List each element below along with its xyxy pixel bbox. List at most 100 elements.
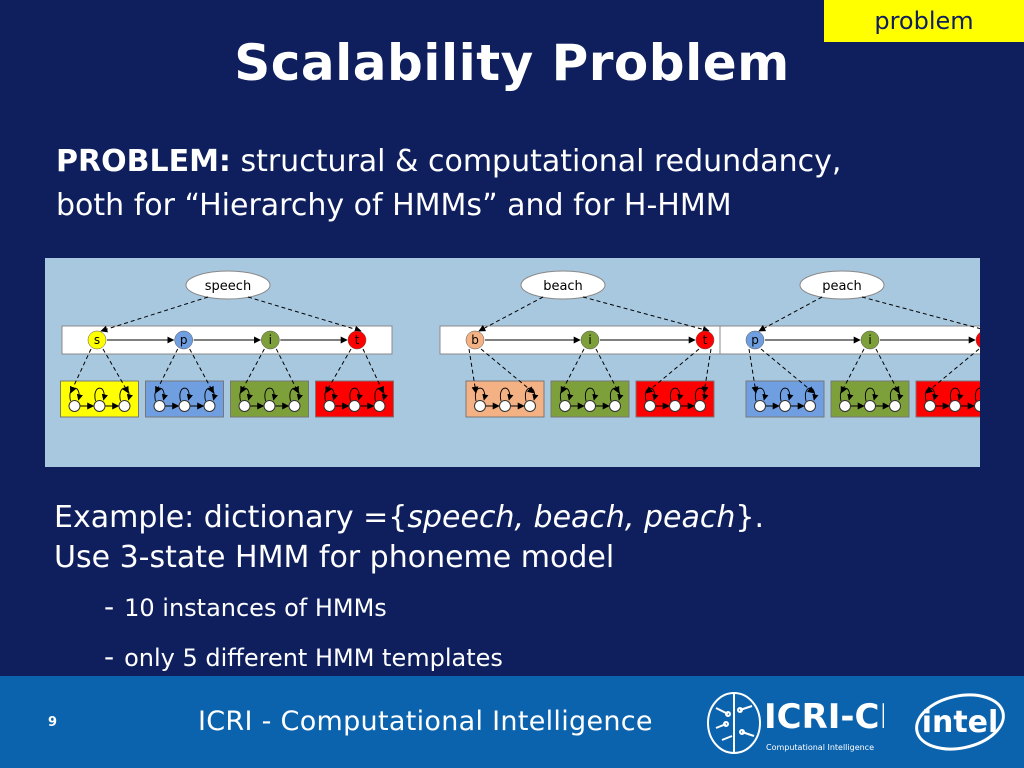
phoneme-label: p <box>751 333 759 347</box>
bullet-item: -10 instances of HMMs <box>104 590 387 623</box>
phoneme-to-state-arrow <box>480 348 535 394</box>
phoneme-label: i <box>588 333 591 347</box>
page-number: 9 <box>48 715 58 730</box>
word-to-phoneme-arrow <box>247 296 362 333</box>
word-to-phoneme-arrow <box>758 296 823 332</box>
hmm-state-node <box>323 400 336 412</box>
phoneme-node <box>860 330 880 350</box>
self-loop-arrow <box>609 387 624 402</box>
icri-ci-logo: ICRI-CI Computational Intelligence <box>704 688 892 758</box>
hmm-state-node <box>669 400 681 412</box>
phoneme-label: t <box>355 333 360 347</box>
hmm-state-node <box>889 400 901 412</box>
hmm-state-node <box>804 400 816 412</box>
hmm-state-node <box>609 400 621 412</box>
bullet-text: only 5 different HMM templates <box>124 644 503 672</box>
icri-logo-subtext: Computational Intelligence <box>766 743 874 752</box>
self-loop-arrow <box>584 387 599 402</box>
phoneme-label: p <box>180 333 188 347</box>
phoneme-node <box>465 330 485 350</box>
problem-statement: PROBLEM: structural & computational redu… <box>56 140 976 228</box>
phoneme-label: i <box>868 333 871 347</box>
hmm-state-node <box>644 400 656 412</box>
hmm-state-node <box>779 400 791 412</box>
phoneme-node <box>695 330 715 350</box>
phoneme-to-state-arrow <box>645 348 700 394</box>
intel-logo-text: intel <box>922 705 999 740</box>
phoneme-label: i <box>269 333 272 347</box>
self-loop-arrow <box>864 387 879 402</box>
hmm-state-node <box>238 400 251 412</box>
self-loop-arrow <box>374 387 388 402</box>
self-loop-arrow <box>499 387 514 402</box>
phoneme-to-state-arrow <box>748 348 759 394</box>
hmm-state-node <box>118 400 131 412</box>
hmm-state-node <box>584 400 596 412</box>
icri-logo-text: ICRI-CI <box>764 697 884 737</box>
self-loop-arrow <box>179 387 193 402</box>
self-loop-arrow <box>119 387 133 402</box>
word-to-phoneme-arrow <box>582 296 710 333</box>
word-to-phoneme-arrow <box>861 296 990 333</box>
bullet-text: 10 instances of HMMs <box>124 594 387 622</box>
hmm-state-node <box>348 400 361 412</box>
self-loop-arrow <box>154 387 168 402</box>
example-line2: Use 3-state HMM for phoneme model <box>54 540 615 575</box>
hmm-state-node <box>263 400 276 412</box>
self-loop-arrow <box>69 387 83 402</box>
phoneme-to-state-arrow <box>362 348 385 394</box>
problem-label: PROBLEM: <box>56 144 231 179</box>
self-loop-arrow <box>204 387 218 402</box>
hmm-hierarchy-svg: speechspitbeachbitpeachpit <box>60 270 1021 418</box>
hmm-state-node <box>949 400 961 412</box>
self-loop-arrow <box>289 387 303 402</box>
example-words: speech, beach, peach <box>407 500 736 535</box>
phoneme-node <box>347 330 367 350</box>
example-text: Example: dictionary ={speech, beach, pea… <box>54 498 974 578</box>
example-prefix: Example: dictionary ={ <box>54 500 408 535</box>
word-to-phoneme-arrow <box>478 296 544 332</box>
self-loop-arrow <box>839 387 854 402</box>
self-loop-arrow <box>94 387 108 402</box>
phoneme-label: b <box>471 333 479 347</box>
bullet-dash: - <box>104 590 115 623</box>
self-loop-arrow <box>264 387 278 402</box>
brain-icon <box>707 692 761 754</box>
phoneme-to-state-arrow <box>275 348 299 394</box>
self-loop-arrow <box>754 387 769 402</box>
hmm-state-node <box>864 400 876 412</box>
word-node <box>520 270 606 300</box>
word-node <box>799 270 885 300</box>
bullet-dash: - <box>104 640 115 673</box>
hmm-state-node <box>499 400 511 412</box>
example-suffix: }. <box>735 500 765 535</box>
word-to-phoneme-arrow <box>100 296 209 333</box>
problem-line1: structural & computational redundancy, <box>230 144 842 179</box>
footer-bar <box>0 676 1024 768</box>
section-tag: problem <box>824 0 1024 42</box>
hmm-state-node <box>288 400 301 412</box>
self-loop-arrow <box>644 387 659 402</box>
phoneme-to-state-arrow <box>760 348 815 394</box>
phoneme-node <box>745 330 765 350</box>
phoneme-node <box>580 330 600 350</box>
phoneme-to-state-arrow <box>875 348 900 394</box>
phoneme-to-state-arrow <box>701 348 712 394</box>
self-loop-arrow <box>324 387 338 402</box>
phoneme-to-state-arrow <box>102 348 129 394</box>
phoneme-node <box>174 330 193 350</box>
phoneme-to-state-arrow <box>468 348 479 394</box>
self-loop-arrow <box>559 387 574 402</box>
footer-title: ICRI - Computational Intelligence <box>198 706 653 737</box>
problem-line2: both for “Hierarchy of HMMs” and for H-H… <box>56 188 732 223</box>
phoneme-to-state-arrow <box>69 348 92 394</box>
self-loop-arrow <box>524 387 539 402</box>
hmm-state-node <box>178 400 191 412</box>
self-loop-arrow <box>804 387 819 402</box>
hmm-state-node <box>68 400 81 412</box>
word-label: peach <box>822 279 862 294</box>
hmm-hierarchy-diagram: speechspitbeachbitpeachpit <box>45 258 1021 467</box>
hmm-state-node <box>524 400 536 412</box>
self-loop-arrow <box>924 387 939 402</box>
phoneme-node <box>87 330 107 350</box>
